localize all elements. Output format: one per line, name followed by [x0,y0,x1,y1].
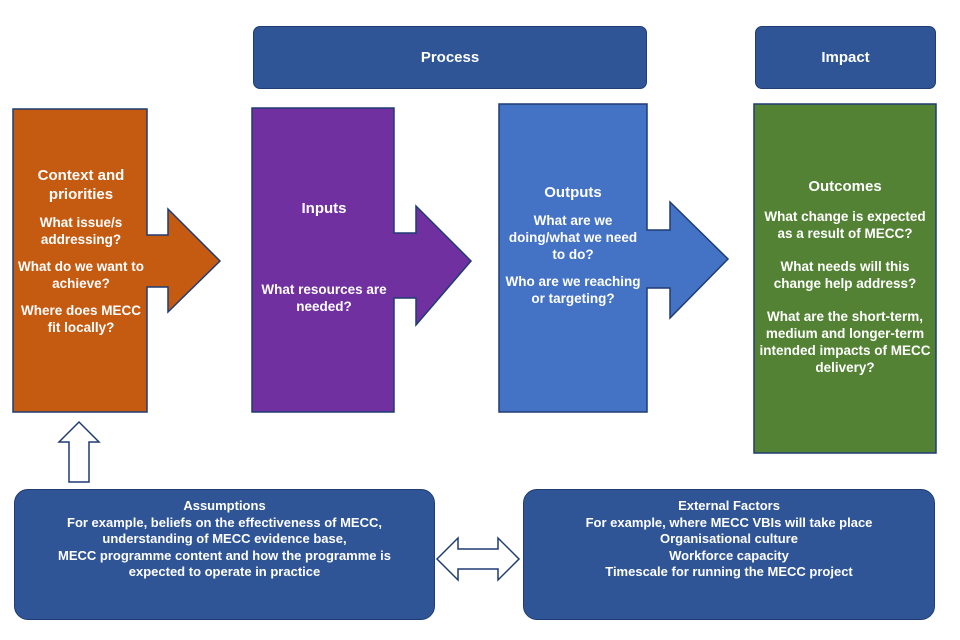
outputs-question: What are we doing/what we need to do? [508,213,638,262]
context-arrow-shape [12,108,222,413]
external-factors-box: External Factors For example, where MECC… [523,489,935,620]
assumptions-line: expected to operate in practice [128,564,321,579]
outputs-text: Outputs What are we doing/what we need t… [505,183,641,307]
assumptions-line: understanding of MECC evidence base, [102,531,347,546]
impact-header-label: Impact [821,49,870,66]
external-factors-line: Timescale for running the MECC project [605,564,853,579]
assumptions-title: Assumptions [183,498,266,513]
inputs-question: What resources are needed? [261,282,387,314]
external-factors-line: For example, where MECC VBIs will take p… [585,514,873,530]
impact-header: Impact [755,26,936,89]
double-arrow-icon [435,536,521,582]
external-factors-title: External Factors [678,498,780,513]
context-question: What do we want to achieve? [18,259,144,291]
assumptions-line: For example, beliefs on the effectivenes… [67,514,382,530]
outcomes-title: Outcomes [808,178,882,195]
outputs-title: Outputs [544,184,602,201]
assumptions-line: MECC programme content and how the progr… [58,547,391,563]
inputs-text: Inputs What resources are needed? [254,199,394,315]
outcomes-text: Outcomes What change is expected as a re… [758,177,932,376]
assumptions-box: Assumptions For example, beliefs on the … [14,489,435,620]
outcomes-question: What are the short-term, medium and long… [759,309,931,375]
context-question: Where does MECC fit locally? [20,303,142,335]
context-question: What issue/s addressing? [39,215,123,247]
inputs-title: Inputs [301,200,347,217]
outcomes-box-shape [753,103,937,454]
context-title: Context and priorities [37,167,125,203]
outputs-question: Who are we reaching or targeting? [505,274,641,306]
external-factors-line: Workforce capacity [669,547,789,563]
external-factors-line: Organisational culture [660,531,798,546]
outcomes-question: What change is expected as a result of M… [764,209,926,241]
outcomes-question: What needs will this change help address… [773,259,917,291]
process-header-label: Process [420,49,480,66]
up-arrow-icon [57,420,101,483]
outputs-arrow-shape [498,103,730,413]
process-header: Process [253,26,647,89]
context-text: Context and priorities What issue/s addr… [15,166,147,336]
inputs-arrow-shape [251,107,473,413]
